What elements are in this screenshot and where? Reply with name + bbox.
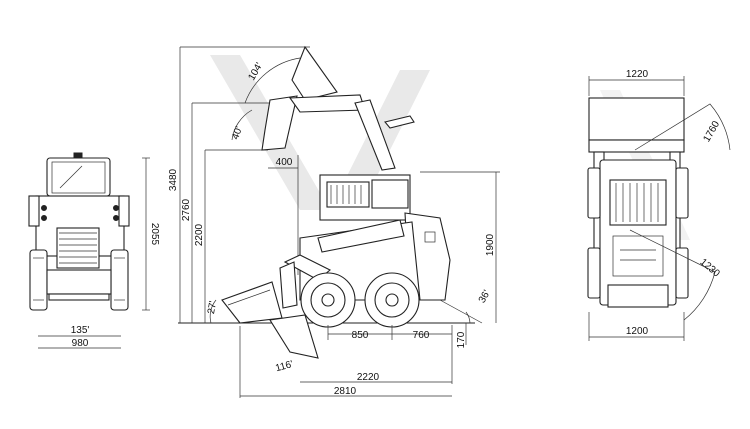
front-track-width-label: 135' <box>71 325 90 336</box>
rear-overhang-label: 760 <box>413 330 430 341</box>
dump-height-label: 2200 <box>194 223 205 246</box>
bucket-width-label: 1220 <box>626 69 649 80</box>
length-no-bucket-label: 2220 <box>357 372 380 383</box>
side-view <box>178 45 500 398</box>
departure-angle-label: 36' <box>477 288 493 305</box>
bucket-angle-label: 116' <box>274 359 294 374</box>
top-view <box>587 76 731 341</box>
wheelbase-label: 850 <box>352 330 369 341</box>
roll-back-angle-label: 104' <box>246 61 265 83</box>
max-height-label: 3480 <box>168 168 179 191</box>
overall-length-label: 2810 <box>334 386 357 397</box>
cab-height-label: 1900 <box>485 233 496 256</box>
swing-radius-front-label: 1760 <box>702 119 723 144</box>
ground-clearance-label: 170 <box>456 331 467 348</box>
top-overall-width-label: 1200 <box>626 326 649 337</box>
dump-angle-label: 40' <box>230 125 245 141</box>
front-view <box>28 152 150 349</box>
front-overall-width-label: 980 <box>72 338 89 349</box>
hinge-pin-height-label: 2760 <box>181 198 192 221</box>
ground-angle-label: 27' <box>206 300 219 315</box>
swing-radius-rear-label: 1230 <box>698 257 722 280</box>
front-height-label: 2055 <box>149 223 160 246</box>
dump-reach-label: 400 <box>276 157 293 168</box>
